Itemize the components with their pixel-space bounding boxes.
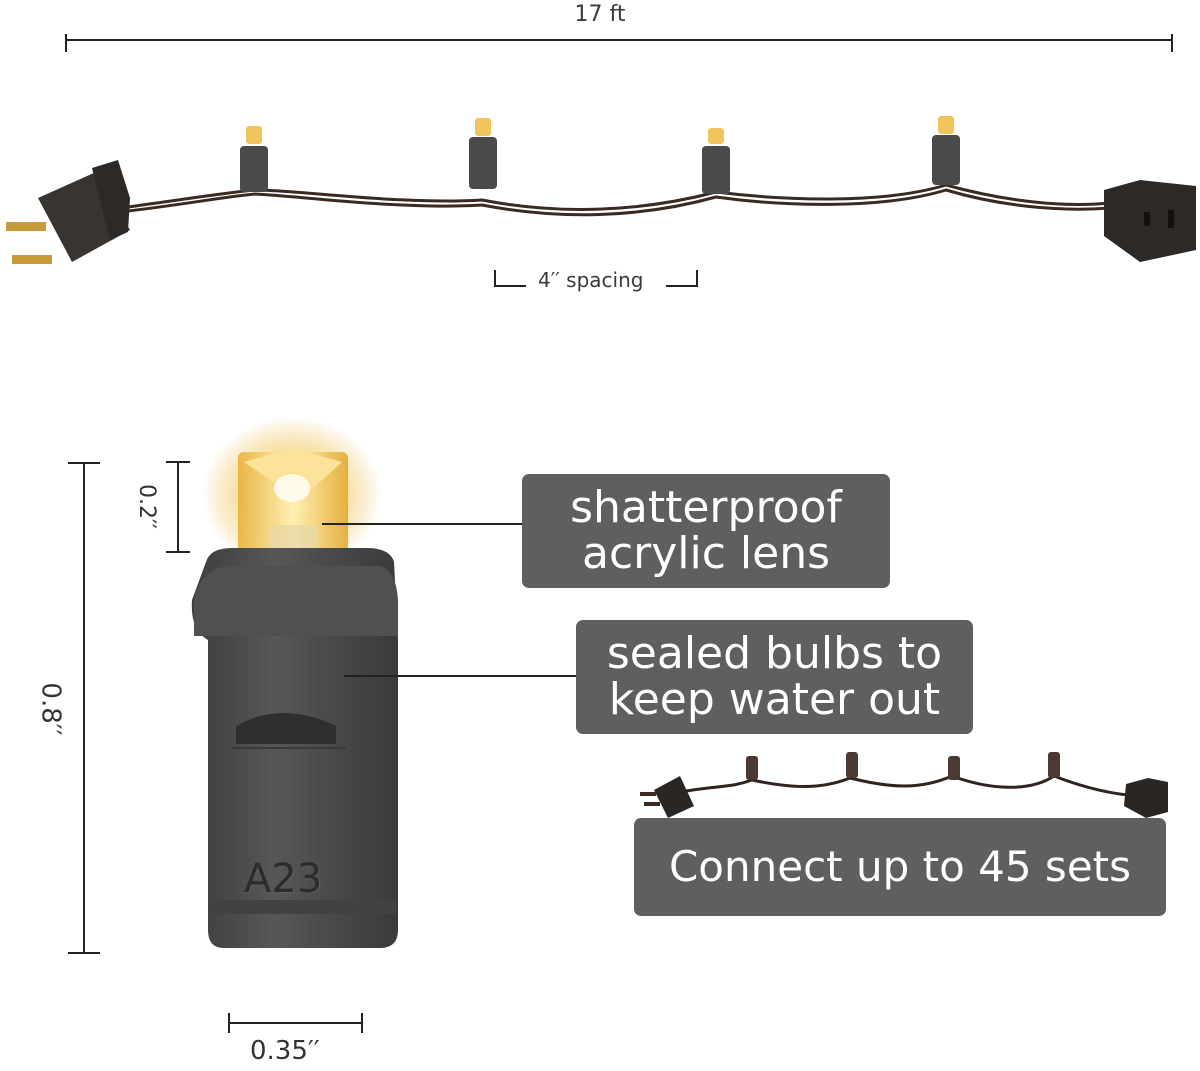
spacing-label: 4′′ spacing — [538, 268, 644, 292]
string-bulb — [702, 128, 730, 194]
sealed-callout: sealed bulbs to keep water out — [576, 620, 973, 734]
length-dimension-line — [65, 34, 1173, 52]
string-wire — [127, 183, 1111, 217]
string-bulb — [932, 116, 960, 185]
height-dimension-line — [68, 462, 100, 954]
lens-callout: shatterproof acrylic lens — [522, 474, 890, 588]
string-bulb — [469, 118, 497, 189]
end-connector-icon — [1104, 180, 1196, 262]
connect-callout-text: Connect up to 45 sets — [668, 841, 1132, 891]
connect-callout: Connect up to 45 sets — [634, 818, 1166, 916]
bulb-lens — [202, 417, 382, 573]
callout-leaders — [322, 523, 576, 677]
bulb-socket — [191, 548, 398, 948]
mini-string-illustration — [640, 752, 1168, 818]
sealed-callout-line1: sealed bulbs to — [606, 627, 943, 679]
lens-height-label: 0.2′′ — [133, 484, 159, 529]
string-bulb — [240, 126, 268, 192]
lens-callout-line1: shatterproof — [570, 481, 842, 533]
length-label: 17 ft — [574, 2, 626, 27]
width-dimension-line — [228, 1013, 363, 1033]
sealed-callout-line2: keep water out — [608, 674, 941, 725]
lens-callout-line2: acrylic lens — [581, 528, 830, 579]
width-label: 0.35′′ — [250, 1036, 320, 1066]
height-label: 0.8′′ — [35, 682, 66, 736]
lens-dimension-line — [166, 461, 190, 553]
bulb-marking: A23 — [244, 856, 323, 902]
spacing-bracket — [494, 270, 698, 287]
plug-icon — [6, 160, 130, 264]
